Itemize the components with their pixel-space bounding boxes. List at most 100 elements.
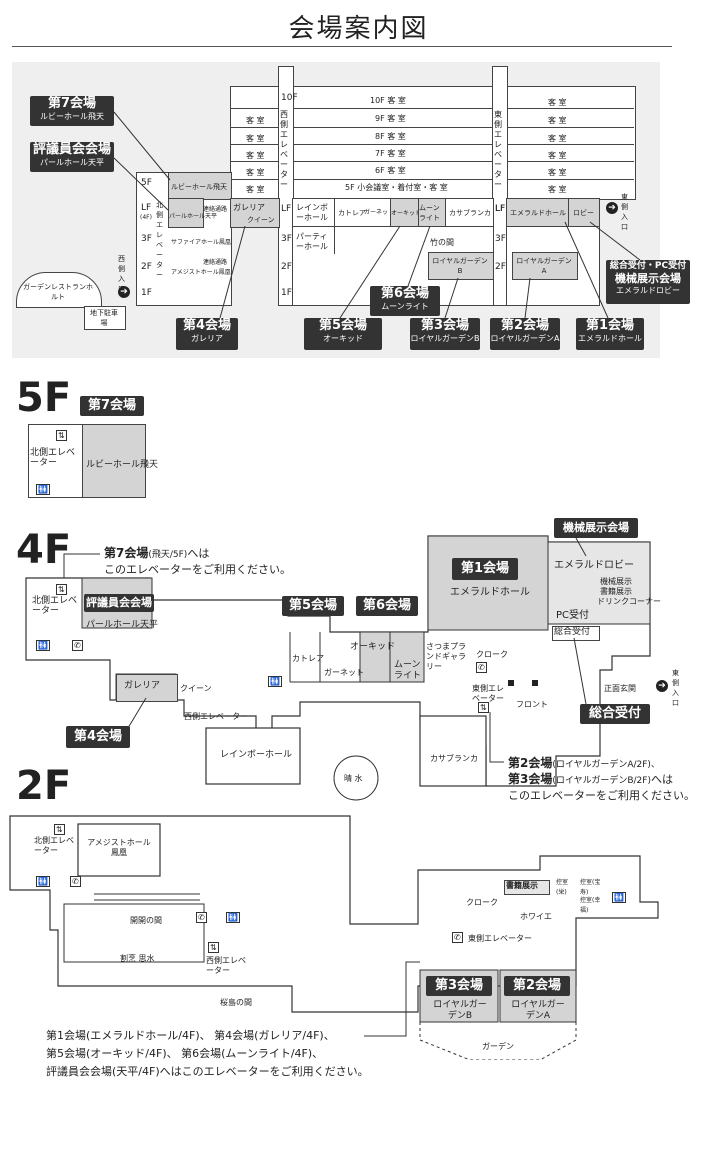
- tag-council-overview[interactable]: 評議員会会場パールホール天平: [30, 142, 114, 172]
- pearl-hall-label: パールホール天平: [169, 213, 218, 220]
- note-v7-line: [63, 553, 100, 584]
- floor-tag-2f-w: 2F: [281, 262, 292, 272]
- lf-tag-e: LF: [495, 204, 506, 214]
- machine-tag-line: [575, 538, 587, 557]
- orchid-4f-label: オーキッド: [350, 642, 396, 652]
- north-elevator-label: 北側エレベーター: [156, 201, 163, 279]
- general-reception-label: 総合受付: [554, 627, 591, 637]
- orchid-overview: [390, 198, 420, 228]
- floor-tag-10f: 10F: [281, 93, 298, 103]
- bottom-note-3: 評議員会会場(天平/4F)へはこのエレベーターをご利用ください。: [46, 1065, 369, 1078]
- guestroom-e6: 客 室: [548, 185, 567, 194]
- tag-v5-overview[interactable]: 第5会場オーキッド: [304, 318, 382, 350]
- east-elevator-2f: 東側エレベーター: [468, 934, 532, 943]
- tag-v5-4f[interactable]: 第5会場: [282, 596, 344, 616]
- floor-tag-3f-e: 3F: [495, 234, 506, 244]
- basement-parking-label: 地下駐車場: [90, 309, 118, 327]
- waiting-room-1: 控室(栄): [556, 879, 569, 896]
- phone-icon-2f-3: ✆: [452, 932, 463, 943]
- tag-v4-overview[interactable]: 第4会場ガレリア: [176, 318, 238, 350]
- guestroom-e3: 客 室: [548, 134, 567, 143]
- tag-council-4f[interactable]: 評議員会会場: [84, 594, 154, 612]
- royal-b-2f-label: ロイヤルガーデンB: [433, 1000, 487, 1021]
- machine-exhibit-label: 機械展示: [600, 577, 632, 586]
- west-elevator-2f: 西側エレベーター: [206, 956, 246, 975]
- tag-v1-4f[interactable]: 第1会場: [452, 558, 518, 580]
- east-elevator-shaft: [492, 66, 508, 306]
- north-elevator-2f: 北側エレベーター: [34, 836, 74, 855]
- rainbow-4f-label: レインボーホール: [220, 750, 293, 760]
- floor-7: 7F 客 室: [375, 149, 406, 158]
- casablanca-4f-label: カサブランカ: [430, 754, 478, 763]
- elevator-icon-5f: ⇅: [56, 430, 67, 441]
- pearl-4f-label: パールホール天平: [86, 620, 159, 630]
- waiting-room-3: 控室(幸福): [580, 897, 601, 914]
- floor-tag-1f-n: 1F: [141, 288, 152, 298]
- front-desk-label: フロント: [516, 700, 548, 709]
- tag-v4-4f[interactable]: 第4会場: [66, 726, 130, 748]
- tag-v2-overview[interactable]: 第2会場ロイヤルガーデンA: [490, 318, 560, 350]
- sapphire-label: サファイアホール鳳凰: [171, 239, 232, 246]
- queen-overview-label: クイーン: [247, 216, 275, 224]
- floor-label-4f: 4F: [16, 527, 72, 573]
- ruby-hall-label: ルビーホール飛天: [171, 183, 227, 191]
- galleria-overview: [230, 198, 280, 228]
- garden-2f-label: ガーデン: [482, 1042, 514, 1051]
- tag-v2-2f[interactable]: 第2会場: [504, 976, 570, 996]
- tag-v1-overview[interactable]: 第1会場エメラルドホール: [576, 318, 644, 350]
- floor-5: 5F 小会議室・着付室・客 室: [345, 183, 448, 192]
- tag-v6-overview[interactable]: 第6会場ムーンライト: [370, 286, 440, 316]
- books-tag-2f[interactable]: [504, 880, 550, 895]
- restroom-icon-4f-2: 🚻: [268, 676, 282, 687]
- west-elevator-shaft: [278, 66, 294, 306]
- floor-label-2f: 2F: [16, 763, 72, 809]
- pearl-hall-lf: [168, 198, 204, 228]
- satsuma-label: さつまプランドギャラリー: [426, 642, 466, 671]
- general-reception-desk: [552, 626, 600, 641]
- tag-reception-overview[interactable]: 総合受付・PC受付 機械展示会場 エメラルドロビー: [606, 260, 690, 304]
- kaikan-label: 開開の間: [130, 916, 162, 925]
- east-entrance-4f-label: 東側入口: [672, 669, 679, 707]
- west-elevator-label: 西側エレベーター: [280, 110, 288, 189]
- party-overview-label: パーティーホール: [296, 232, 328, 251]
- ruby-hall-5f: [168, 172, 232, 200]
- north-elevator-5f: 北側エレベーター: [30, 448, 76, 468]
- floor-9: 9F 客 室: [375, 114, 406, 123]
- bottom-note-2: 第5会場(オーキッド/4F)、 第6会場(ムーンライト/4F)、: [46, 1047, 324, 1060]
- note-v2v3-line: [489, 712, 504, 763]
- tag-general-reception-4f[interactable]: 総合受付: [580, 704, 650, 724]
- takenoma-label: 竹の間: [430, 238, 454, 247]
- note-v2v3-elevator: このエレベーターをご利用ください。: [508, 789, 695, 802]
- tag-v6-4f[interactable]: 第6会場: [356, 596, 418, 616]
- floor4-outline: [25, 535, 651, 801]
- phone-icon-2f-2: ✆: [196, 912, 207, 923]
- kappo-label: 割烹 思水: [120, 954, 155, 963]
- west-entrance-icon: ➔: [118, 286, 130, 298]
- tag-v7-overview[interactable]: 第7会場ルビーホール飛天: [30, 96, 114, 126]
- restroom-icon-2f-1: 🚻: [36, 876, 50, 887]
- cattleya-overview-label: カトレア: [338, 209, 366, 217]
- royal-b-overview-label: ロイヤルガーデンB: [432, 257, 488, 275]
- floor-10: 10F 客 室: [370, 96, 406, 105]
- tag-machine-4f[interactable]: 機械展示会場: [554, 518, 638, 538]
- phone-icon-2f-1: ✆: [70, 876, 81, 887]
- tag-v7-5f[interactable]: 第7会場: [80, 396, 144, 416]
- floor-tag-3f-w: 3F: [281, 234, 292, 244]
- tag-v3-2f[interactable]: 第3会場: [426, 976, 492, 996]
- elevator-icon-4f-north: ⇅: [56, 584, 67, 595]
- guestroom-w5: 客 室: [246, 185, 265, 194]
- basement-parking: [84, 306, 126, 330]
- note-v7-elevator: このエレベーターをご利用ください。: [104, 563, 291, 576]
- moonlight-overview: [418, 198, 446, 228]
- title-rule: [12, 46, 672, 47]
- garnet-4f-label: ガーネット: [324, 668, 364, 677]
- moonlight-4f-label: ムーンライト: [394, 660, 422, 681]
- royal-a-overview-label: ロイヤルガーデンA: [516, 257, 572, 275]
- guestroom-w3: 客 室: [246, 151, 265, 160]
- guestroom-w2: 客 室: [246, 134, 265, 143]
- west-elevator-4f: 西側エレベーター: [184, 712, 248, 721]
- waiting-room-2: 控室(宝寿): [580, 879, 601, 896]
- note-v7: 第7会場(飛天/5F)へは: [104, 546, 210, 560]
- tag-v3-overview[interactable]: 第3会場ロイヤルガーデンB: [410, 318, 480, 350]
- moonlight-overview-label: ムーンライト: [419, 204, 440, 222]
